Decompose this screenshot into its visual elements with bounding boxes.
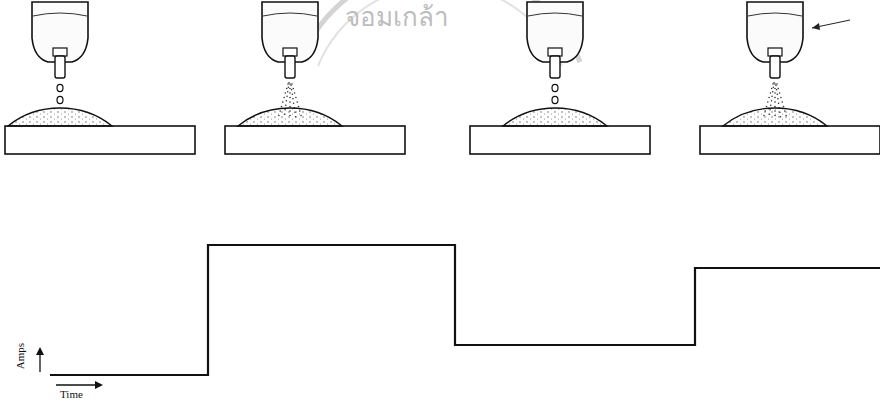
spray-droplet	[286, 88, 288, 90]
spray-droplet	[282, 101, 284, 103]
spray-droplet	[774, 97, 776, 99]
globular-droplet	[57, 84, 63, 91]
arrow-head	[812, 23, 820, 30]
workpiece	[470, 126, 650, 154]
watermark: จอมเกล้า	[345, 0, 449, 37]
contact-tip	[53, 48, 67, 56]
spray-droplet	[771, 96, 773, 98]
spray-droplet	[774, 106, 776, 108]
current-pulse-waveform	[50, 245, 880, 375]
spray-droplet	[773, 87, 775, 89]
welding-torch	[262, 2, 318, 117]
spray-droplet	[766, 106, 768, 108]
spray-droplet	[767, 101, 769, 103]
weld-bead	[238, 108, 342, 126]
spray-droplet	[777, 98, 779, 100]
electrode-wire	[285, 56, 295, 78]
spray-droplet	[772, 91, 774, 93]
spray-droplet	[783, 106, 785, 108]
spray-droplet	[292, 93, 294, 95]
spray-droplet	[291, 89, 293, 91]
spray-droplet	[295, 97, 297, 99]
spray-droplet	[293, 102, 295, 104]
spray-droplet	[774, 101, 776, 103]
spray-droplet	[285, 92, 287, 94]
arrow-head	[95, 381, 103, 389]
weld-bead	[8, 108, 112, 126]
axis-label: Time	[60, 388, 83, 400]
spray-droplet	[289, 97, 291, 99]
nozzle-band	[33, 13, 87, 16]
spray-droplet	[771, 100, 773, 102]
spray-droplet	[774, 92, 776, 94]
gas-nozzle	[32, 2, 88, 62]
time-axis-arrow	[56, 384, 98, 385]
globular-droplet	[57, 96, 63, 103]
workpiece	[225, 126, 405, 154]
spray-droplet	[283, 97, 285, 99]
contact-tip	[768, 48, 782, 56]
watermark-ring	[318, 0, 562, 66]
gas-nozzle	[747, 2, 803, 62]
welding-torch	[747, 2, 803, 117]
spray-droplet	[291, 83, 293, 85]
spray-droplet	[777, 93, 779, 95]
workpiece-group	[5, 108, 880, 154]
nozzle-band	[263, 13, 317, 16]
nozzle-band	[528, 13, 582, 16]
spray-droplet	[292, 98, 294, 100]
spray-droplet	[281, 106, 283, 108]
spray-droplet	[289, 92, 291, 94]
spray-droplet	[776, 89, 778, 91]
contact-tip	[283, 48, 297, 56]
welding-torch	[527, 2, 583, 104]
spray-droplet	[781, 101, 783, 103]
spray-droplet	[774, 88, 776, 90]
gas-nozzle	[262, 2, 318, 62]
spray-droplet	[287, 91, 289, 93]
spray-droplet	[286, 100, 288, 102]
spray-droplet	[771, 88, 773, 90]
spray-droplet	[768, 97, 770, 99]
spray-droplet	[778, 102, 780, 104]
spray-droplet	[289, 88, 291, 90]
spray-droplet	[294, 92, 296, 94]
gas-nozzle	[527, 2, 583, 62]
globular-droplet	[552, 84, 558, 91]
spray-droplet	[776, 83, 778, 85]
spray-droplet	[293, 88, 295, 90]
nozzle-band	[748, 13, 802, 16]
spray-droplet	[289, 106, 291, 108]
workpiece	[5, 126, 195, 154]
spray-droplet	[298, 106, 300, 108]
spray-droplet	[286, 96, 288, 98]
spray-droplet	[770, 92, 772, 94]
contact-tip	[548, 48, 562, 56]
spray-droplet	[289, 101, 291, 103]
electrode-wire	[55, 56, 65, 78]
workpiece	[700, 126, 880, 154]
spray-droplet	[780, 97, 782, 99]
electrode-wire	[770, 56, 780, 78]
spray-droplet	[779, 92, 781, 94]
spray-droplet	[288, 87, 290, 89]
globular-droplet	[552, 96, 558, 103]
weld-bead	[723, 108, 827, 126]
spray-droplet	[770, 105, 772, 107]
axis-label: Amps	[14, 343, 26, 369]
spray-droplet	[285, 105, 287, 107]
welding-torch	[32, 2, 88, 104]
spray-droplet	[778, 88, 780, 90]
arrow-head	[36, 347, 44, 355]
spray-droplet	[296, 101, 298, 103]
electrode-wire	[550, 56, 560, 78]
weld-bead	[503, 108, 607, 126]
